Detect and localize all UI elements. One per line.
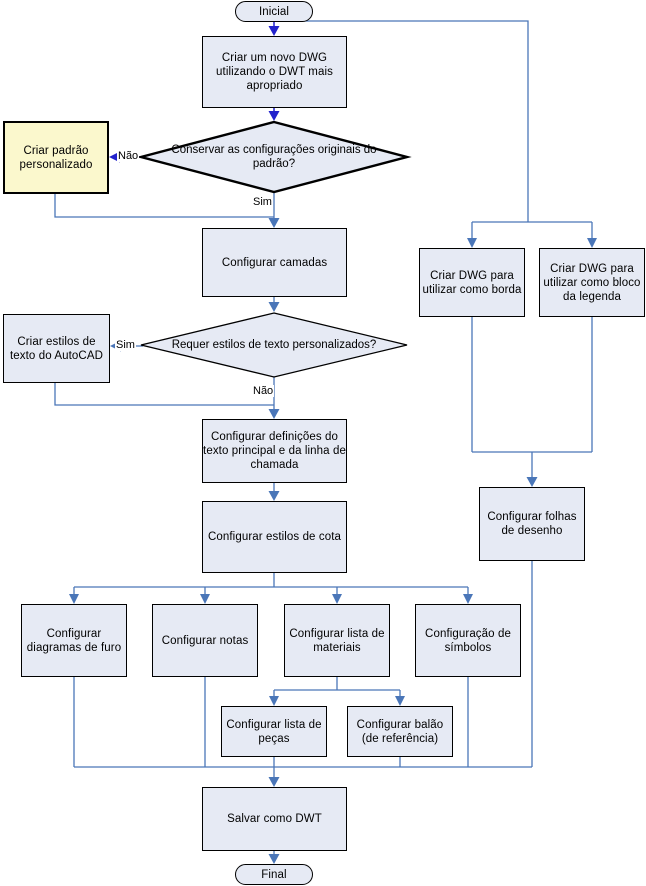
edge-label-keep-defaults-yes: Sim [252,196,273,208]
diamond-shape [140,312,408,378]
node-config-bom-label: Configurar lista de materiais [289,627,385,654]
node-config-hole-charts[interactable]: Configurar diagramas de furo [21,604,127,677]
edge-text-styles-return [54,383,274,406]
diamond-shape [136,120,412,194]
edge-dimstyles-split [73,573,469,598]
arrowhead-end [268,854,280,864]
edge-right-split-bar [471,221,593,242]
edge-label-keep-defaults-no: Não [117,150,140,162]
node-dwg-border[interactable]: Criar DWG para utilizar como borda [419,248,525,317]
node-config-parts-list[interactable]: Configurar lista de peças [221,706,327,757]
edge-dwgs-merge-to-sheets [471,317,593,481]
node-config-parts-list-label: Configurar lista de peças [226,718,322,745]
node-keep-defaults[interactable]: Conservar as configurações originais do … [136,120,412,194]
edge-label-text-styles-yes: Sim [115,339,136,351]
node-end[interactable]: Final [235,864,313,885]
node-config-symbols[interactable]: Configuração de símbolos [415,604,521,677]
node-config-bom[interactable]: Configurar lista de materiais [284,604,390,677]
arrowhead-notes [200,594,210,604]
arrowhead-balloon [395,696,405,706]
node-keep-defaults-label: Conservar as configurações originais do … [171,144,377,170]
arrowhead-create-dwg [268,26,280,36]
edge-custom-standard-return [54,194,274,218]
arrowhead-dwg-border [467,238,477,248]
node-start-label: Inicial [258,5,290,18]
arrowhead-config-layers [268,218,280,228]
node-need-text-styles[interactable]: Requer estilos de texto personalizados? [140,312,408,378]
arrowhead-config-text-defs [268,409,280,419]
node-dwg-legend-label: Criar DWG para utilizar como bloco da le… [543,262,641,303]
edge-bom-split [273,677,401,700]
arrowhead-config-sheets [526,477,538,487]
node-config-dim-styles[interactable]: Configurar estilos de cota [202,501,347,573]
node-create-text-styles[interactable]: Criar estilos de texto do AutoCAD [3,314,110,383]
node-config-text-defs[interactable]: Configurar definições do texto principal… [202,419,347,483]
node-config-layers[interactable]: Configurar camadas [202,228,347,297]
node-config-notes[interactable]: Configurar notas [152,604,258,677]
arrowhead-text-decision [268,302,280,312]
node-config-sheets-label: Configurar folhas de desenho [487,511,577,537]
edge-bottom-merge-bus [73,561,533,781]
node-dwg-legend[interactable]: Criar DWG para utilizar como bloco da le… [539,248,645,317]
node-config-sheets[interactable]: Configurar folhas de desenho [479,487,585,561]
arrowhead-save-dwt [268,777,280,787]
arrowhead-dwg-legend [587,238,597,248]
arrowhead-keep-defaults [268,111,280,121]
node-config-text-defs-label: Configurar definições do texto principal… [203,431,346,471]
node-config-dim-styles-label: Configurar estilos de cota [207,531,341,543]
edge-start-to-right-branch [274,20,529,222]
arrowhead-hole-charts [69,594,79,604]
node-create-dwg-label: Criar um novo DWG utilizando o DWT mais … [216,52,333,92]
node-create-text-styles-label: Criar estilos de texto do AutoCAD [9,335,104,362]
node-dwg-border-label: Criar DWG para utilizar como borda [422,269,522,296]
node-config-layers-label: Configurar camadas [221,256,328,269]
node-need-text-styles-label: Requer estilos de texto personalizados? [171,339,377,351]
arrowhead-parts-list [269,696,279,706]
node-custom-standard[interactable]: Criar padrão personalizado [3,121,109,194]
arrowhead-config-dim-styles [268,491,280,501]
node-save-dwt[interactable]: Salvar como DWT [202,787,347,851]
node-custom-standard-label: Criar padrão personalizado [19,144,93,171]
node-create-dwg[interactable]: Criar um novo DWG utilizando o DWT mais … [202,36,347,108]
node-save-dwt-label: Salvar como DWT [227,813,322,825]
node-config-symbols-label: Configuração de símbolos [425,627,511,654]
node-config-notes-label: Configurar notas [161,634,249,647]
node-config-balloon[interactable]: Configurar balão (de referência) [347,706,453,757]
node-end-label: Final [261,868,287,881]
node-config-hole-charts-label: Configurar diagramas de furo [26,627,122,654]
arrowhead-bom [332,594,342,604]
node-config-balloon-label: Configurar balão (de referência) [356,718,444,745]
edge-label-text-styles-no: Não [252,385,275,397]
node-start[interactable]: Inicial [235,1,313,22]
arrowhead-symbols [463,594,473,604]
